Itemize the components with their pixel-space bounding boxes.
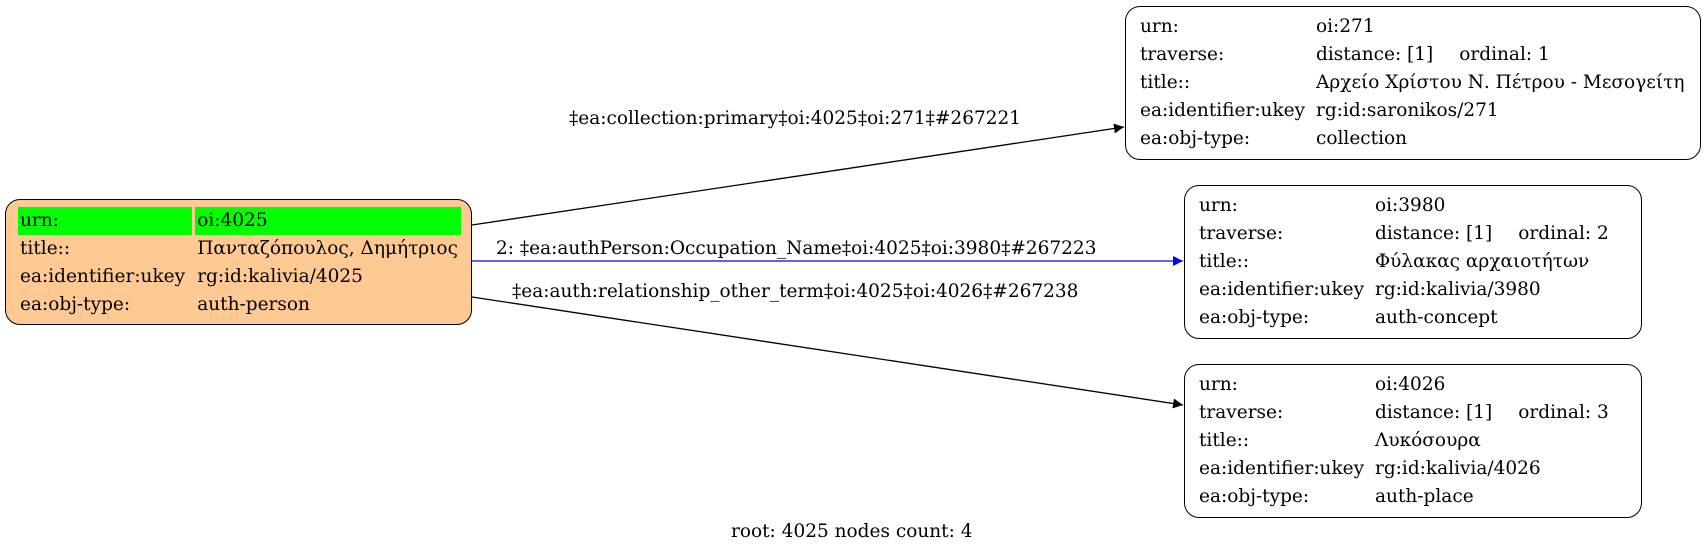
node-row-urn: urn: oi:3980 <box>1197 192 1611 220</box>
row-key: traverse: <box>1140 44 1225 65</box>
row-key: ea:obj-type: <box>20 294 131 315</box>
row-value: oi:271 <box>1316 16 1375 37</box>
row-key: title:: <box>20 238 71 259</box>
row-value: auth-place <box>1375 486 1474 507</box>
node-row-ukey: ea:identifier:ukey rg:id:saronikos/271 <box>1138 97 1686 125</box>
edge-label-relationship-other-term: ‡ea:auth:relationship_other_term‡oi:4025… <box>512 281 1079 302</box>
ordinal-value: ordinal: 3 <box>1518 402 1609 423</box>
node-row-urn: urn: oi:4025 <box>18 207 461 235</box>
ordinal-value: ordinal: 2 <box>1518 223 1609 244</box>
row-key: urn: <box>18 207 196 235</box>
row-value: Αρχείο Χρίστου Ν. Πέτρου - Μεσογείτη <box>1316 72 1685 93</box>
node-row-ukey: ea:identifier:ukey rg:id:kalivia/4025 <box>18 263 461 291</box>
row-value: collection <box>1316 128 1408 149</box>
node-oi-271[interactable]: urn: oi:271 traverse: distance: [1] ordin… <box>1125 6 1701 160</box>
node-row-traverse: traverse: distance: [1] ordinal: 1 <box>1138 41 1686 69</box>
row-value: distance: [1] ordinal: 3 <box>1373 399 1611 427</box>
row-value: Πανταζόπουλος, Δημήτριος <box>197 238 458 259</box>
row-key: ea:obj-type: <box>1199 486 1310 507</box>
distance-value: distance: [1] <box>1375 402 1493 423</box>
row-key: title:: <box>1140 72 1191 93</box>
row-value: Φύλακας αρχαιοτήτων <box>1375 251 1590 272</box>
node-oi-4025[interactable]: urn: oi:4025 title:: Πανταζόπουλος, Δημή… <box>5 199 472 325</box>
node-row-ukey: ea:identifier:ukey rg:id:kalivia/3980 <box>1197 276 1611 304</box>
row-value: auth-concept <box>1375 307 1498 328</box>
node-row-traverse: traverse: distance: [1] ordinal: 2 <box>1197 220 1611 248</box>
row-key: ea:obj-type: <box>1199 307 1310 328</box>
row-value: rg:id:kalivia/4025 <box>197 266 363 287</box>
node-row-type: ea:obj-type: auth-place <box>1197 483 1611 511</box>
row-value: rg:id:kalivia/4026 <box>1375 458 1541 479</box>
node-row-title: title:: Φύλακας αρχαιοτήτων <box>1197 248 1611 276</box>
edge-label-occupation-name: 2: ‡ea:authPerson:Occupation_Name‡oi:402… <box>496 238 1097 259</box>
node-row-urn: urn: oi:271 <box>1138 13 1686 41</box>
row-key: urn: <box>1140 16 1179 37</box>
row-value: oi:4025 <box>195 207 461 235</box>
node-row-traverse: traverse: distance: [1] ordinal: 3 <box>1197 399 1611 427</box>
row-value: oi:4026 <box>1375 374 1446 395</box>
node-row-type: ea:obj-type: auth-concept <box>1197 304 1611 332</box>
row-value: distance: [1] ordinal: 1 <box>1314 41 1686 69</box>
node-row-title: title:: Αρχείο Χρίστου Ν. Πέτρου - Μεσογ… <box>1138 69 1686 97</box>
edge-collection-primary <box>471 123 1125 226</box>
node-row-title: title:: Πανταζόπουλος, Δημήτριος <box>18 235 461 263</box>
row-key: title:: <box>1199 430 1250 451</box>
row-key: traverse: <box>1199 223 1284 244</box>
ordinal-value: ordinal: 1 <box>1459 44 1550 65</box>
row-value: distance: [1] ordinal: 2 <box>1373 220 1611 248</box>
row-key: traverse: <box>1199 402 1284 423</box>
distance-value: distance: [1] <box>1375 223 1493 244</box>
row-key: ea:obj-type: <box>1140 128 1251 149</box>
row-key: title:: <box>1199 251 1250 272</box>
distance-value: distance: [1] <box>1316 44 1434 65</box>
row-key: ea:identifier:ukey <box>1199 279 1365 300</box>
row-key: ea:identifier:ukey <box>1140 100 1306 121</box>
node-row-type: ea:obj-type: auth-person <box>18 291 461 319</box>
edge-relationship-other-term <box>471 296 1184 409</box>
graph-footer: root: 4025 nodes count: 4 <box>731 521 973 542</box>
row-value: Λυκόσουρα <box>1375 430 1481 451</box>
node-row-ukey: ea:identifier:ukey rg:id:kalivia/4026 <box>1197 455 1611 483</box>
row-value: rg:id:kalivia/3980 <box>1375 279 1541 300</box>
row-value: oi:3980 <box>1375 195 1446 216</box>
node-row-title: title:: Λυκόσουρα <box>1197 427 1611 455</box>
row-value: rg:id:saronikos/271 <box>1316 100 1499 121</box>
edge-label-collection-primary: ‡ea:collection:primary‡oi:4025‡oi:271‡#2… <box>569 108 1022 129</box>
node-row-urn: urn: oi:4026 <box>1197 371 1611 399</box>
row-value: auth-person <box>197 294 310 315</box>
node-oi-4026[interactable]: urn: oi:4026 traverse: distance: [1] ordi… <box>1184 364 1642 518</box>
row-key: ea:identifier:ukey <box>20 266 186 287</box>
row-key: urn: <box>1199 195 1238 216</box>
node-oi-3980[interactable]: urn: oi:3980 traverse: distance: [1] ordi… <box>1184 185 1642 339</box>
node-row-type: ea:obj-type: collection <box>1138 125 1686 153</box>
row-key: urn: <box>1199 374 1238 395</box>
row-key: ea:identifier:ukey <box>1199 458 1365 479</box>
